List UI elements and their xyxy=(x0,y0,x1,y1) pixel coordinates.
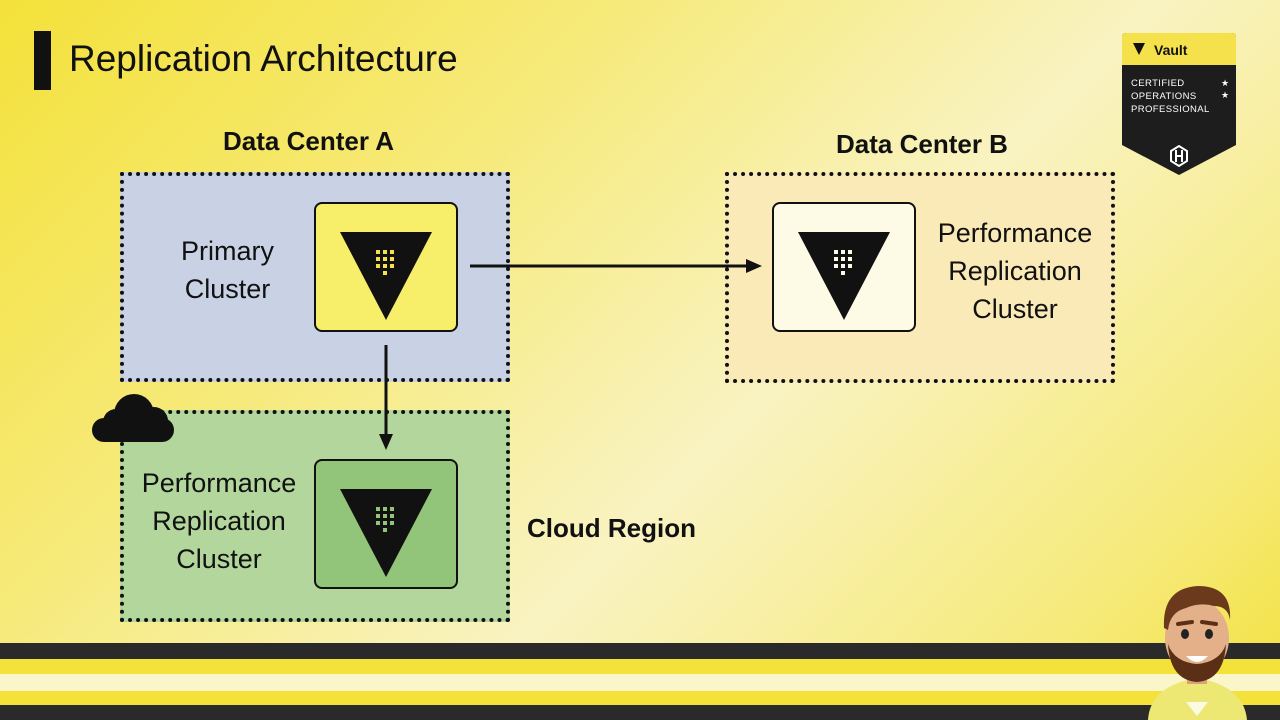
dc-b-cluster-label: Performance Replication Cluster xyxy=(924,214,1106,328)
cloud-region-label: Cloud Region xyxy=(527,513,696,543)
badge-line-operations: OPERATIONS xyxy=(1131,91,1197,102)
footer-stripe-light xyxy=(0,674,1280,691)
arrowhead-dc-b xyxy=(746,259,762,273)
badge-line-certified: CERTIFIED xyxy=(1131,78,1185,89)
badge-product-name: Vault xyxy=(1154,42,1188,58)
cloud-cluster-label: Performance Replication Cluster xyxy=(128,464,310,578)
footer-stripe-yellow xyxy=(0,659,1280,674)
dc-b-cluster-node xyxy=(772,202,916,332)
dc-b-cluster-label-line: Performance xyxy=(937,218,1093,248)
vault-logo-icon xyxy=(798,232,890,320)
footer-stripe-dark xyxy=(0,643,1280,659)
cloud-icon xyxy=(92,394,174,442)
cloud-cluster-label-line: Cluster xyxy=(176,544,262,574)
title-accent-bar xyxy=(34,31,51,90)
dc-b-cluster-label-line: Replication xyxy=(948,256,1082,286)
data-center-a-label: Data Center A xyxy=(223,126,394,156)
vault-logo-icon xyxy=(340,489,432,577)
primary-cluster-label-line: Primary xyxy=(181,236,274,266)
cloud-cluster-label-line: Performance xyxy=(141,468,297,498)
primary-cluster-label-line: Cluster xyxy=(184,274,271,304)
primary-cluster-label: Primary Cluster xyxy=(150,232,305,308)
badge-star-icon: ★ xyxy=(1221,78,1230,88)
dc-b-cluster-label-line: Cluster xyxy=(972,294,1058,324)
cloud-cluster-label-line: Replication xyxy=(152,506,286,536)
footer-stripe-dark xyxy=(0,705,1280,720)
hashicorp-icon xyxy=(1170,144,1188,168)
page-title: Replication Architecture xyxy=(69,38,458,79)
vault-logo-icon xyxy=(340,232,432,320)
presenter-avatar xyxy=(1148,586,1247,720)
primary-cluster-node xyxy=(314,202,458,332)
data-center-b-label: Data Center B xyxy=(836,129,1008,159)
cloud-cluster-node xyxy=(314,459,458,589)
badge-line-professional: PROFESSIONAL xyxy=(1131,104,1210,115)
certification-badge xyxy=(1122,33,1236,175)
badge-star-icon: ★ xyxy=(1221,90,1230,100)
arrowhead-cloud xyxy=(379,434,393,450)
footer-stripe-yellow xyxy=(0,691,1280,705)
